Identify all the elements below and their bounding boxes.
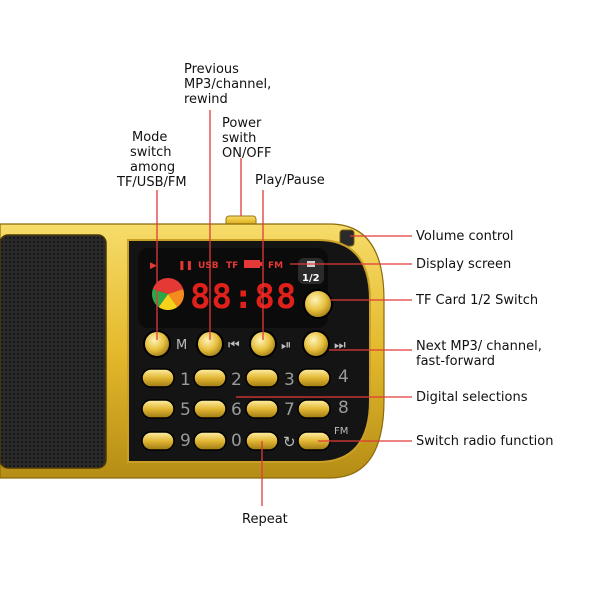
card-slot-label: 1/2 (302, 273, 320, 284)
key-7[interactable] (245, 399, 279, 419)
tf-switch-button[interactable] (303, 289, 333, 319)
label-switch-radio: Switch radio function (416, 434, 553, 449)
key-7-label: 7 (284, 400, 295, 420)
key-5[interactable] (141, 399, 175, 419)
key-3-label: 3 (284, 370, 295, 390)
key-8[interactable] (297, 399, 331, 419)
time-digits: 88:88 (190, 277, 297, 317)
label-volume: Volume control (416, 229, 514, 244)
pause-indicator: ❚❚ (178, 261, 193, 271)
speaker-grille (0, 234, 107, 469)
label-digital: Digital selections (416, 390, 528, 405)
key-0-label: 0 (231, 431, 242, 451)
key-6-label: 6 (231, 400, 242, 420)
usb-indicator: USB (198, 261, 219, 271)
key-2[interactable] (193, 368, 227, 388)
callout-labels: Previous MP3/channel, rewind Mode switch… (116, 62, 553, 527)
key-5-label: 5 (180, 400, 191, 420)
label-display: Display screen (416, 257, 511, 272)
key-8-label: 8 (338, 398, 349, 418)
label-mode: Mode switch among TF/USB/FM (116, 130, 187, 190)
repeat-icon: ↻ (283, 433, 296, 451)
play-pause-icon: ⏯ (281, 338, 291, 353)
mode-label: M (176, 338, 187, 353)
leader-lines (156, 110, 412, 506)
key-4-label: 4 (338, 367, 349, 387)
next-button[interactable] (302, 330, 330, 358)
fm-key-label: FM (334, 426, 348, 437)
label-tf-switch: TF Card 1/2 Switch (415, 293, 538, 308)
battery-icon (244, 260, 260, 268)
key-9-label: 9 (180, 431, 191, 451)
key-4[interactable] (297, 368, 331, 388)
label-power: Power swith ON/OFF (222, 116, 272, 161)
tf-indicator: TF (226, 261, 238, 271)
label-next: Next MP3/ channel, fast-forward (416, 339, 546, 369)
key-1-label: 1 (180, 370, 191, 390)
previous-icon: ⏮ (228, 338, 240, 353)
fm-indicator: FM (268, 261, 283, 271)
key-0[interactable] (193, 431, 227, 451)
label-previous: Previous MP3/channel, rewind (184, 62, 275, 107)
display-screen: ▶ ❚❚ USB TF FM 88:88 (138, 248, 328, 328)
key-6[interactable] (193, 399, 227, 419)
key-1[interactable] (141, 368, 175, 388)
key-9[interactable] (141, 431, 175, 451)
key-3[interactable] (245, 368, 279, 388)
label-repeat: Repeat (242, 512, 288, 527)
key-2-label: 2 (231, 370, 242, 390)
play-indicator: ▶ (150, 261, 157, 271)
label-play-pause: Play/Pause (255, 173, 325, 188)
next-icon: ⏭ (334, 338, 346, 353)
